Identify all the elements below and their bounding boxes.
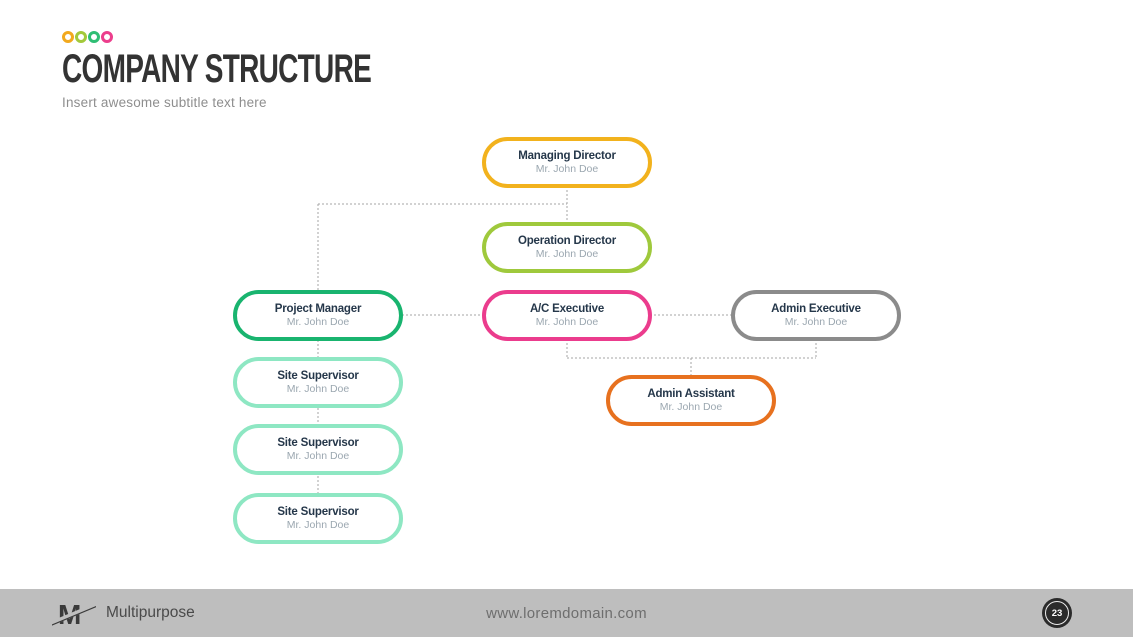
node-person: Mr. John Doe [286, 383, 350, 395]
footer-brand-name: Multipurpose [106, 604, 195, 621]
ring-icon [101, 30, 113, 43]
node-title: Project Manager [274, 303, 362, 315]
node-person: Mr. John Doe [286, 519, 350, 531]
multipurpose-logo-icon: M [52, 599, 96, 628]
slide-header: COMPANY STRUCTURE Insert awesome subtitl… [62, 30, 504, 110]
node-person: Mr. John Doe [535, 248, 599, 260]
node-title: Admin Executive [771, 303, 861, 315]
header-rings [62, 30, 504, 43]
node-person: Mr. John Doe [535, 163, 599, 175]
ring-icon [75, 30, 87, 43]
node-title: Site Supervisor [277, 370, 359, 382]
org-node-site-supervisor-2: Site Supervisor Mr. John Doe [233, 424, 403, 475]
node-title: Site Supervisor [277, 437, 359, 449]
ring-icon [62, 30, 74, 43]
node-title: Admin Assistant [647, 388, 735, 400]
org-node-ac-executive: A/C Executive Mr. John Doe [482, 290, 652, 341]
node-title: Operation Director [517, 235, 616, 247]
node-title: Managing Director [518, 150, 616, 162]
org-node-admin-executive: Admin Executive Mr. John Doe [731, 290, 901, 341]
org-node-project-manager: Project Manager Mr. John Doe [233, 290, 403, 341]
page-title: COMPANY STRUCTURE [62, 47, 372, 91]
node-title: Site Supervisor [277, 506, 359, 518]
node-title: A/C Executive [529, 303, 605, 315]
node-person: Mr. John Doe [659, 401, 723, 413]
node-person: Mr. John Doe [286, 316, 350, 328]
org-node-operation-director: Operation Director Mr. John Doe [482, 222, 652, 273]
org-node-managing-director: Managing Director Mr. John Doe [482, 137, 652, 188]
org-node-admin-assistant: Admin Assistant Mr. John Doe [606, 375, 776, 426]
node-person: Mr. John Doe [784, 316, 848, 328]
page-number: 23 [1051, 607, 1063, 619]
org-node-site-supervisor-1: Site Supervisor Mr. John Doe [233, 357, 403, 408]
node-person: Mr. John Doe [535, 316, 599, 328]
page-subtitle: Insert awesome subtitle text here [62, 95, 267, 110]
org-node-site-supervisor-3: Site Supervisor Mr. John Doe [233, 493, 403, 544]
ring-icon [88, 30, 100, 43]
node-person: Mr. John Doe [286, 450, 350, 462]
footer-bar: www.loremdomain.com M Multipurpose 23 [0, 589, 1133, 637]
page-number-badge: 23 [1042, 598, 1072, 628]
footer-website: www.loremdomain.com [486, 604, 647, 622]
footer-brand: M Multipurpose [52, 589, 195, 637]
